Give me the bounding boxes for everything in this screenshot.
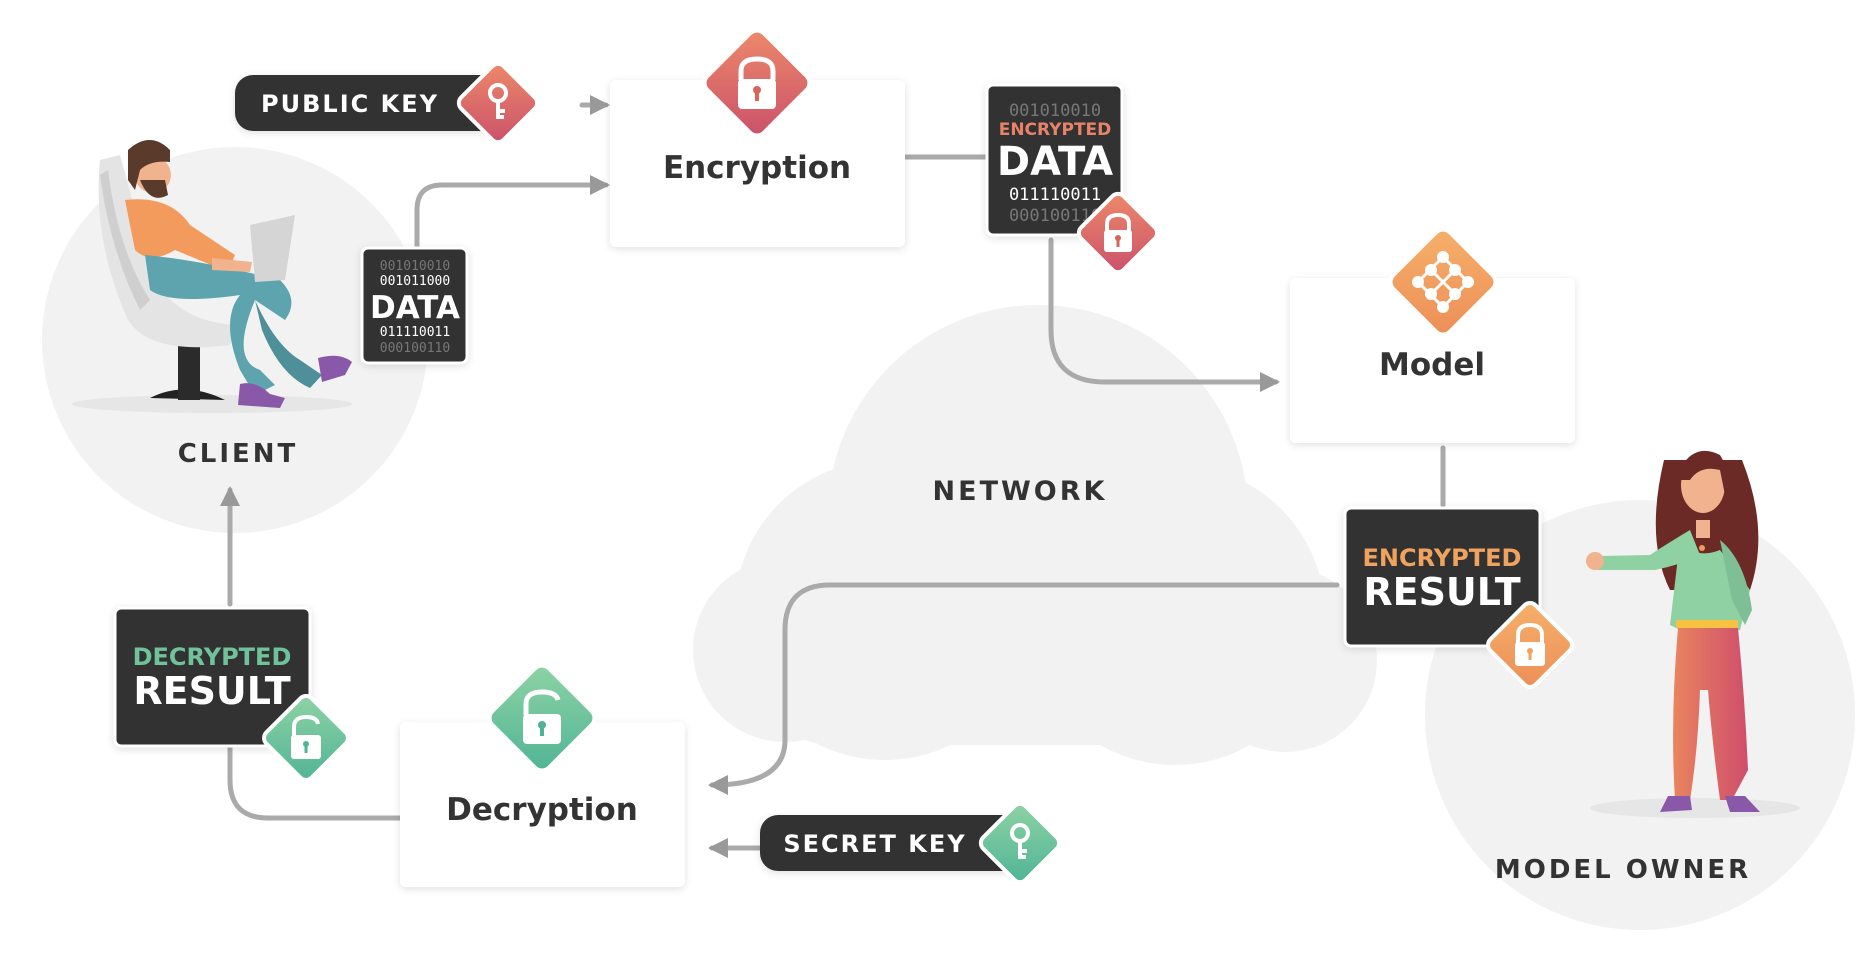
data-title: DATA (370, 290, 460, 326)
model-owner-person-illustration (1586, 450, 1800, 818)
encryption-box: Encryption (610, 80, 905, 247)
decryption-label: Decryption (446, 792, 638, 828)
encrypted-data-bits-line-3: 000100110 (1009, 206, 1101, 226)
client-label: CLIENT (178, 439, 299, 469)
encrypted-data-title: DATA (997, 139, 1113, 185)
open-lock-icon (262, 694, 350, 782)
network-cloud (693, 305, 1377, 765)
data-bits-line-4: 000100110 (380, 341, 450, 356)
arrow-encrypted-data-to-model (1048, 237, 1280, 392)
closed-lock-icon (702, 28, 812, 138)
encrypted-data-bits-line-2: 011110011 (1009, 185, 1101, 205)
encrypted-result-card: ENCRYPTED RESULT (1343, 506, 1542, 648)
public-key-label: PUBLIC KEY (261, 90, 439, 118)
arrow-data-to-encryption (414, 175, 610, 251)
connectors (220, 95, 1446, 858)
arrow-result-to-decryption (708, 582, 1340, 795)
encrypted-data-card: 001010010 ENCRYPTED DATA 011110011 00010… (985, 83, 1124, 237)
encrypted-result-title: RESULT (1363, 570, 1520, 614)
decrypted-result-title: RESULT (133, 669, 290, 713)
public-key-badge: PUBLIC KEY (235, 61, 540, 145)
encrypted-result-tag: ENCRYPTED (1363, 544, 1522, 572)
closed-lock-icon (1486, 601, 1574, 689)
neural-network-icon (1388, 227, 1498, 337)
model-box: Model (1290, 278, 1575, 443)
data-bits-line-3: 011110011 (380, 325, 450, 340)
key-icon (978, 801, 1062, 885)
encryption-label: Encryption (663, 150, 851, 186)
secret-key-label: SECRET KEY (783, 830, 966, 858)
model-label: Model (1379, 347, 1485, 383)
network-label: NETWORK (933, 476, 1108, 507)
key-icon (456, 61, 540, 145)
line-decryption-to-result (227, 742, 406, 821)
client-person-illustration (72, 140, 352, 413)
model-owner-label: MODEL OWNER (1495, 855, 1751, 885)
data-bits-line-1: 001010010 (380, 259, 450, 274)
client-data-card: 001010010 001011000 DATA 011110011 00010… (360, 246, 469, 365)
decrypted-result-tag: DECRYPTED (133, 643, 292, 671)
open-lock-icon (487, 663, 597, 773)
encrypted-data-bits-line-1: 001010010 (1009, 101, 1101, 121)
decrypted-result-card: DECRYPTED RESULT (113, 606, 312, 748)
encrypted-data-tag: ENCRYPTED (999, 120, 1112, 140)
data-bits-line-2: 001011000 (380, 274, 450, 289)
decryption-box: Decryption (400, 722, 685, 887)
closed-lock-icon (1076, 191, 1160, 275)
secret-key-badge: SECRET KEY (760, 801, 1062, 885)
